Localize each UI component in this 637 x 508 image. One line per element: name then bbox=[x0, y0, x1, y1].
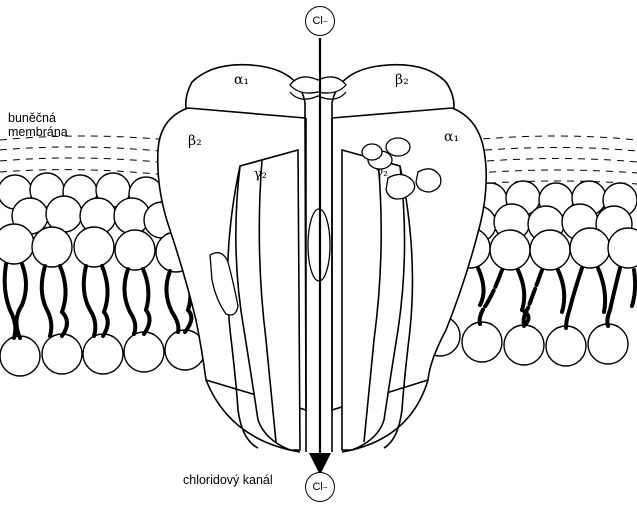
chloride-ion-bottom-charge: − bbox=[323, 483, 328, 492]
membrane-label: buněčná membrána bbox=[8, 112, 98, 140]
label-gamma2-right: γ₂ bbox=[376, 166, 388, 179]
membrane-surface bbox=[0, 136, 637, 184]
chloride-ion-top: Cl− bbox=[305, 6, 335, 36]
label-alpha1-right: α₁ bbox=[444, 130, 459, 145]
chloride-ion-bottom-symbol: Cl bbox=[312, 481, 322, 493]
label-beta2-top: β₂ bbox=[395, 73, 409, 88]
lipid-tails-right bbox=[438, 268, 635, 328]
chloride-ion-top-symbol: Cl bbox=[312, 15, 322, 27]
label-gamma2-left: γ₂ bbox=[254, 168, 267, 182]
chloride-ion-bottom: Cl− bbox=[305, 472, 335, 502]
lipid-tails-left bbox=[5, 264, 192, 338]
chloride-ion-top-charge: − bbox=[323, 17, 328, 26]
subunit-gamma2-left bbox=[236, 150, 300, 450]
label-beta2-left: β₂ bbox=[188, 134, 202, 149]
channel-label: chloridový kanál bbox=[183, 474, 273, 488]
label-alpha1-top: α₁ bbox=[234, 73, 249, 88]
